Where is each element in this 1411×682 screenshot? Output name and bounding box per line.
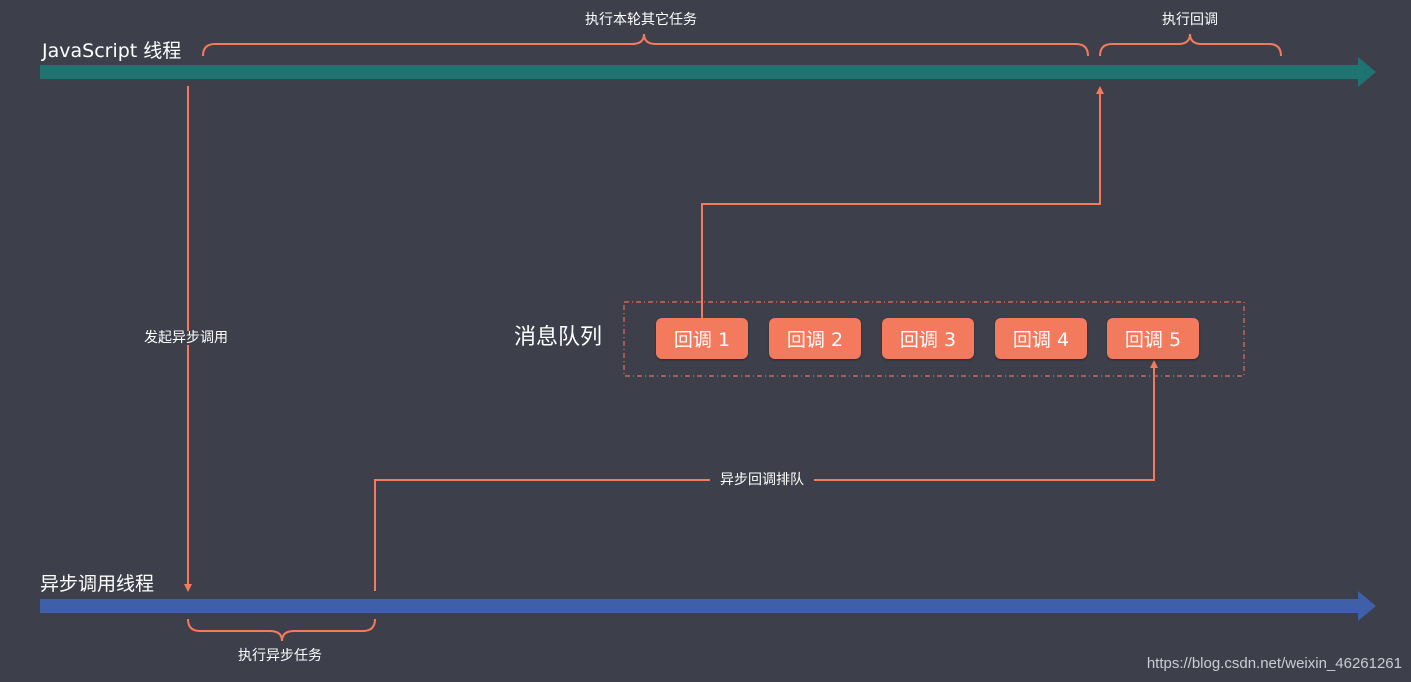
callback-chip-5: 回调 5 [1107,318,1199,359]
run-other-tasks-label: 执行本轮其它任务 [585,12,697,28]
queue-callback-label: 异步回调排队 [710,473,814,487]
js-thread-arrowhead [1358,57,1376,87]
message-queue-title: 消息队列 [514,325,603,350]
run-async-task-label: 执行异步任务 [238,648,322,664]
connector-run-callback-arrowhead [1096,86,1104,94]
start-async-call-label: 发起异步调用 [134,331,238,345]
connector-queue-callback-arrowhead [1150,360,1158,368]
callback-chip-4: 回调 4 [995,318,1087,359]
callback-chip-1: 回调 1 [656,318,748,359]
callback-chip-2: 回调 2 [769,318,861,359]
source-watermark: https://blog.csdn.net/weixin_46261261 [1146,655,1402,672]
callback-chip-3: 回调 3 [882,318,974,359]
async-thread-bar [40,599,1362,613]
connector-run-callback [701,93,1101,318]
js-thread-bar [40,65,1362,79]
brace-run-other-tasks [202,33,1089,57]
brace-run-async-task [187,618,376,642]
async-thread-arrowhead [1358,591,1376,621]
run-callback-label: 执行回调 [1162,12,1218,28]
connector-start-async-call-arrowhead [184,584,192,592]
js-thread-label: JavaScript 线程 [42,40,182,62]
brace-run-callback [1099,33,1282,57]
async-thread-label: 异步调用线程 [40,573,155,595]
message-queue-box [623,301,1245,377]
